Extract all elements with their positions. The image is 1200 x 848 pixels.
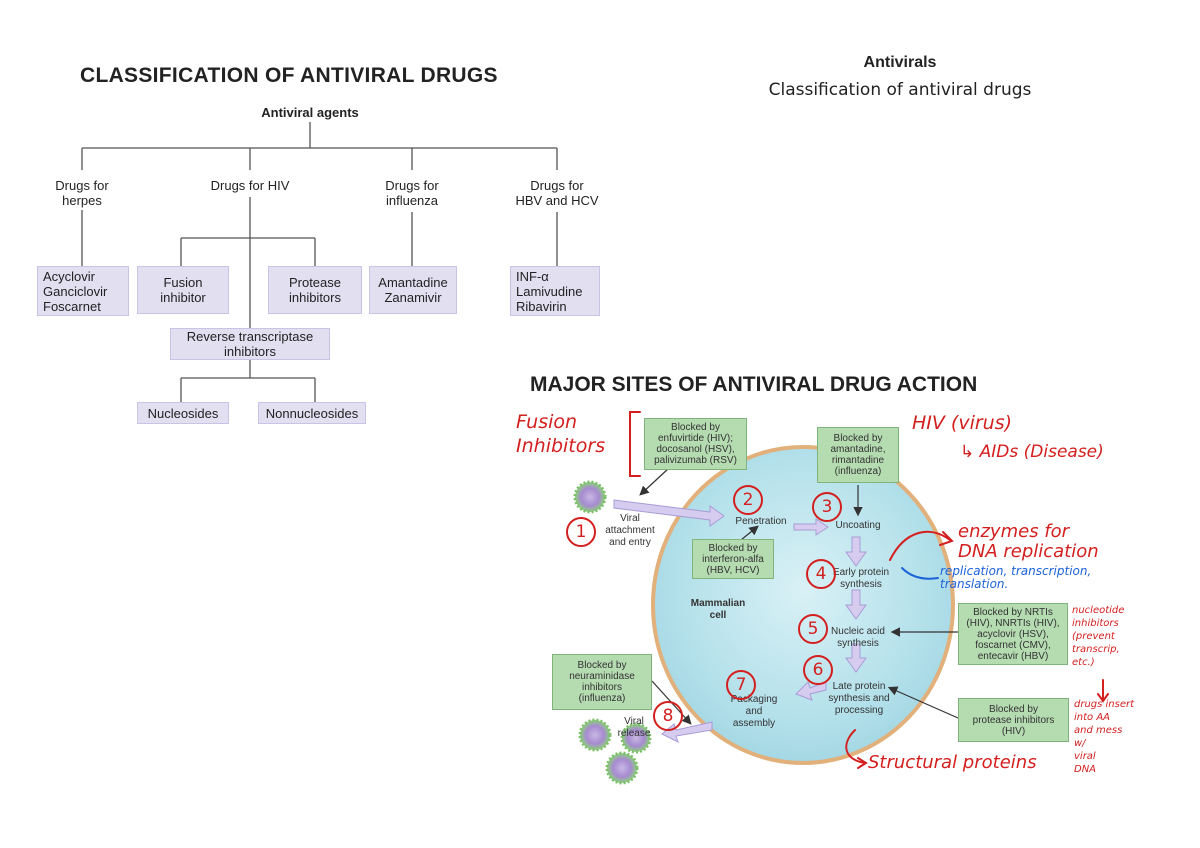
virion-icon: [573, 480, 652, 785]
step-uncoating-label: Uncoating: [835, 520, 881, 531]
block-fusion-box: Blocked by enfuvirtide (HIV); docosanol …: [644, 418, 747, 470]
step-number-7: 7: [726, 670, 756, 700]
step-nucleic-label: Nucleic acid synthesis: [831, 626, 885, 649]
influenza-drugs-box: Amantadine Zanamivir: [369, 266, 457, 314]
step-early-label: Early protein synthesis: [832, 567, 890, 590]
classification-title: CLASSIFICATION OF ANTIVIRAL DRUGS: [80, 64, 498, 87]
annotation-nucleotide-inhibitors: nucleotide inhibitors (prevent transcrip…: [1072, 605, 1125, 668]
step-attachment-label: Viral attachment and entry: [605, 513, 655, 548]
step-number-3: 3: [812, 492, 842, 522]
category-herpes: Drugs for herpes: [55, 178, 109, 208]
sites-title: MAJOR SITES OF ANTIVIRAL DRUG ACTION: [530, 373, 978, 396]
herpes-drugs-box: Acyclovir Ganciclovir Foscarnet: [37, 266, 129, 316]
slide-subtitle: Classification of antiviral drugs: [768, 80, 1032, 100]
step-packaging-label: Packaging and assembly: [730, 694, 778, 729]
block-nrti-box: Blocked by NRTIs (HIV), NNRTIs (HIV), ac…: [958, 603, 1068, 665]
block-amantadine-box: Blocked by amantadine, rimantadine (infl…: [817, 427, 899, 483]
step-number-2: 2: [733, 485, 763, 515]
category-hiv: Drugs for HIV: [190, 178, 310, 193]
annotation-replication: replication, transcription, translation.: [940, 564, 1092, 591]
annotation-fusion-inhibitors: Fusion Inhibitors: [516, 411, 606, 457]
step-release-label: Viral release: [617, 716, 651, 739]
block-interferon-box: Blocked by interferon-alfa (HBV, HCV): [692, 539, 774, 579]
fusion-inhibitor-box: Fusion inhibitor: [137, 266, 229, 314]
nonnucleosides-box: Nonnucleosides: [258, 402, 366, 424]
annotation-drugs-insert: drugs insert into AA and mess w/ viral D…: [1074, 699, 1135, 775]
block-neuraminidase-box: Blocked by neuraminidase inhibitors (inf…: [552, 654, 652, 710]
category-hbv-hcv: Drugs for HBV and HCV: [515, 178, 599, 208]
step-number-1: 1: [566, 517, 596, 547]
step-late-label: Late protein synthesis and processing: [828, 681, 890, 716]
annotation-structural-proteins: Structural proteins: [868, 752, 1037, 773]
cell-label: Mammalian cell: [690, 598, 746, 621]
nucleosides-box: Nucleosides: [137, 402, 229, 424]
step-number-6: 6: [803, 655, 833, 685]
hbv-hcv-drugs-box: INF-α Lamivudine Ribavirin: [510, 266, 600, 316]
protease-inhibitors-box: Protease inhibitors: [268, 266, 362, 314]
annotation-aids: ↳ AIDs (Disease): [960, 442, 1104, 462]
annotation-enzymes: enzymes for DNA replication: [958, 521, 1099, 562]
category-influenza: Drugs for influenza: [385, 178, 439, 208]
block-protease-box: Blocked by protease inhibitors (HIV): [958, 698, 1069, 742]
step-number-8: 8: [653, 701, 683, 731]
step-number-4: 4: [806, 559, 836, 589]
slide-title: Antivirals: [863, 54, 937, 71]
root-label: Antiviral agents: [261, 105, 359, 120]
rti-box: Reverse transcriptase inhibitors: [170, 328, 330, 360]
step-penetration-label: Penetration: [735, 516, 787, 527]
step-number-5: 5: [798, 614, 828, 644]
annotation-hiv-virus: HIV (virus): [912, 412, 1013, 434]
